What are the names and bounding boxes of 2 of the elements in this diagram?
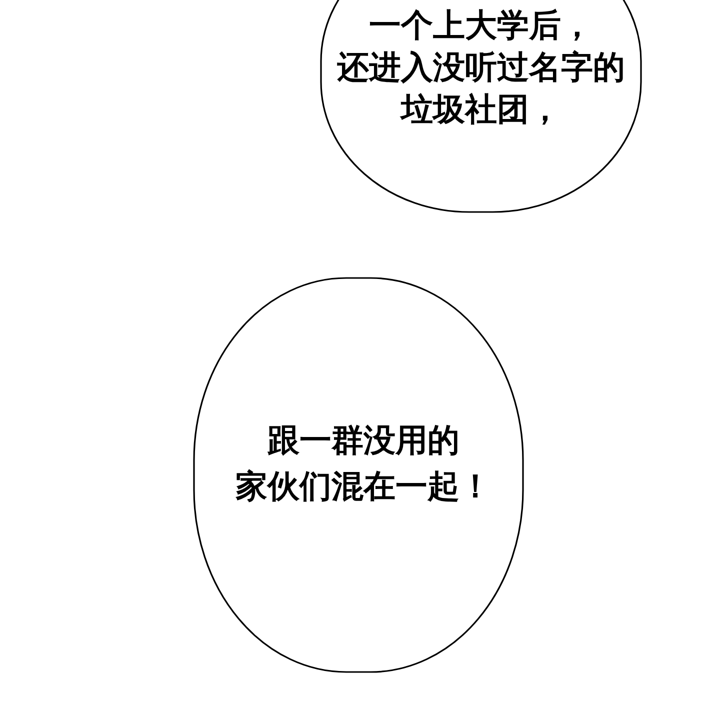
bubble-text: 一个上大学后，还进入没听过名字的垃圾社团， <box>336 5 626 130</box>
bubble-text: 跟一群没用的家伙们混在一起！ <box>234 420 492 507</box>
